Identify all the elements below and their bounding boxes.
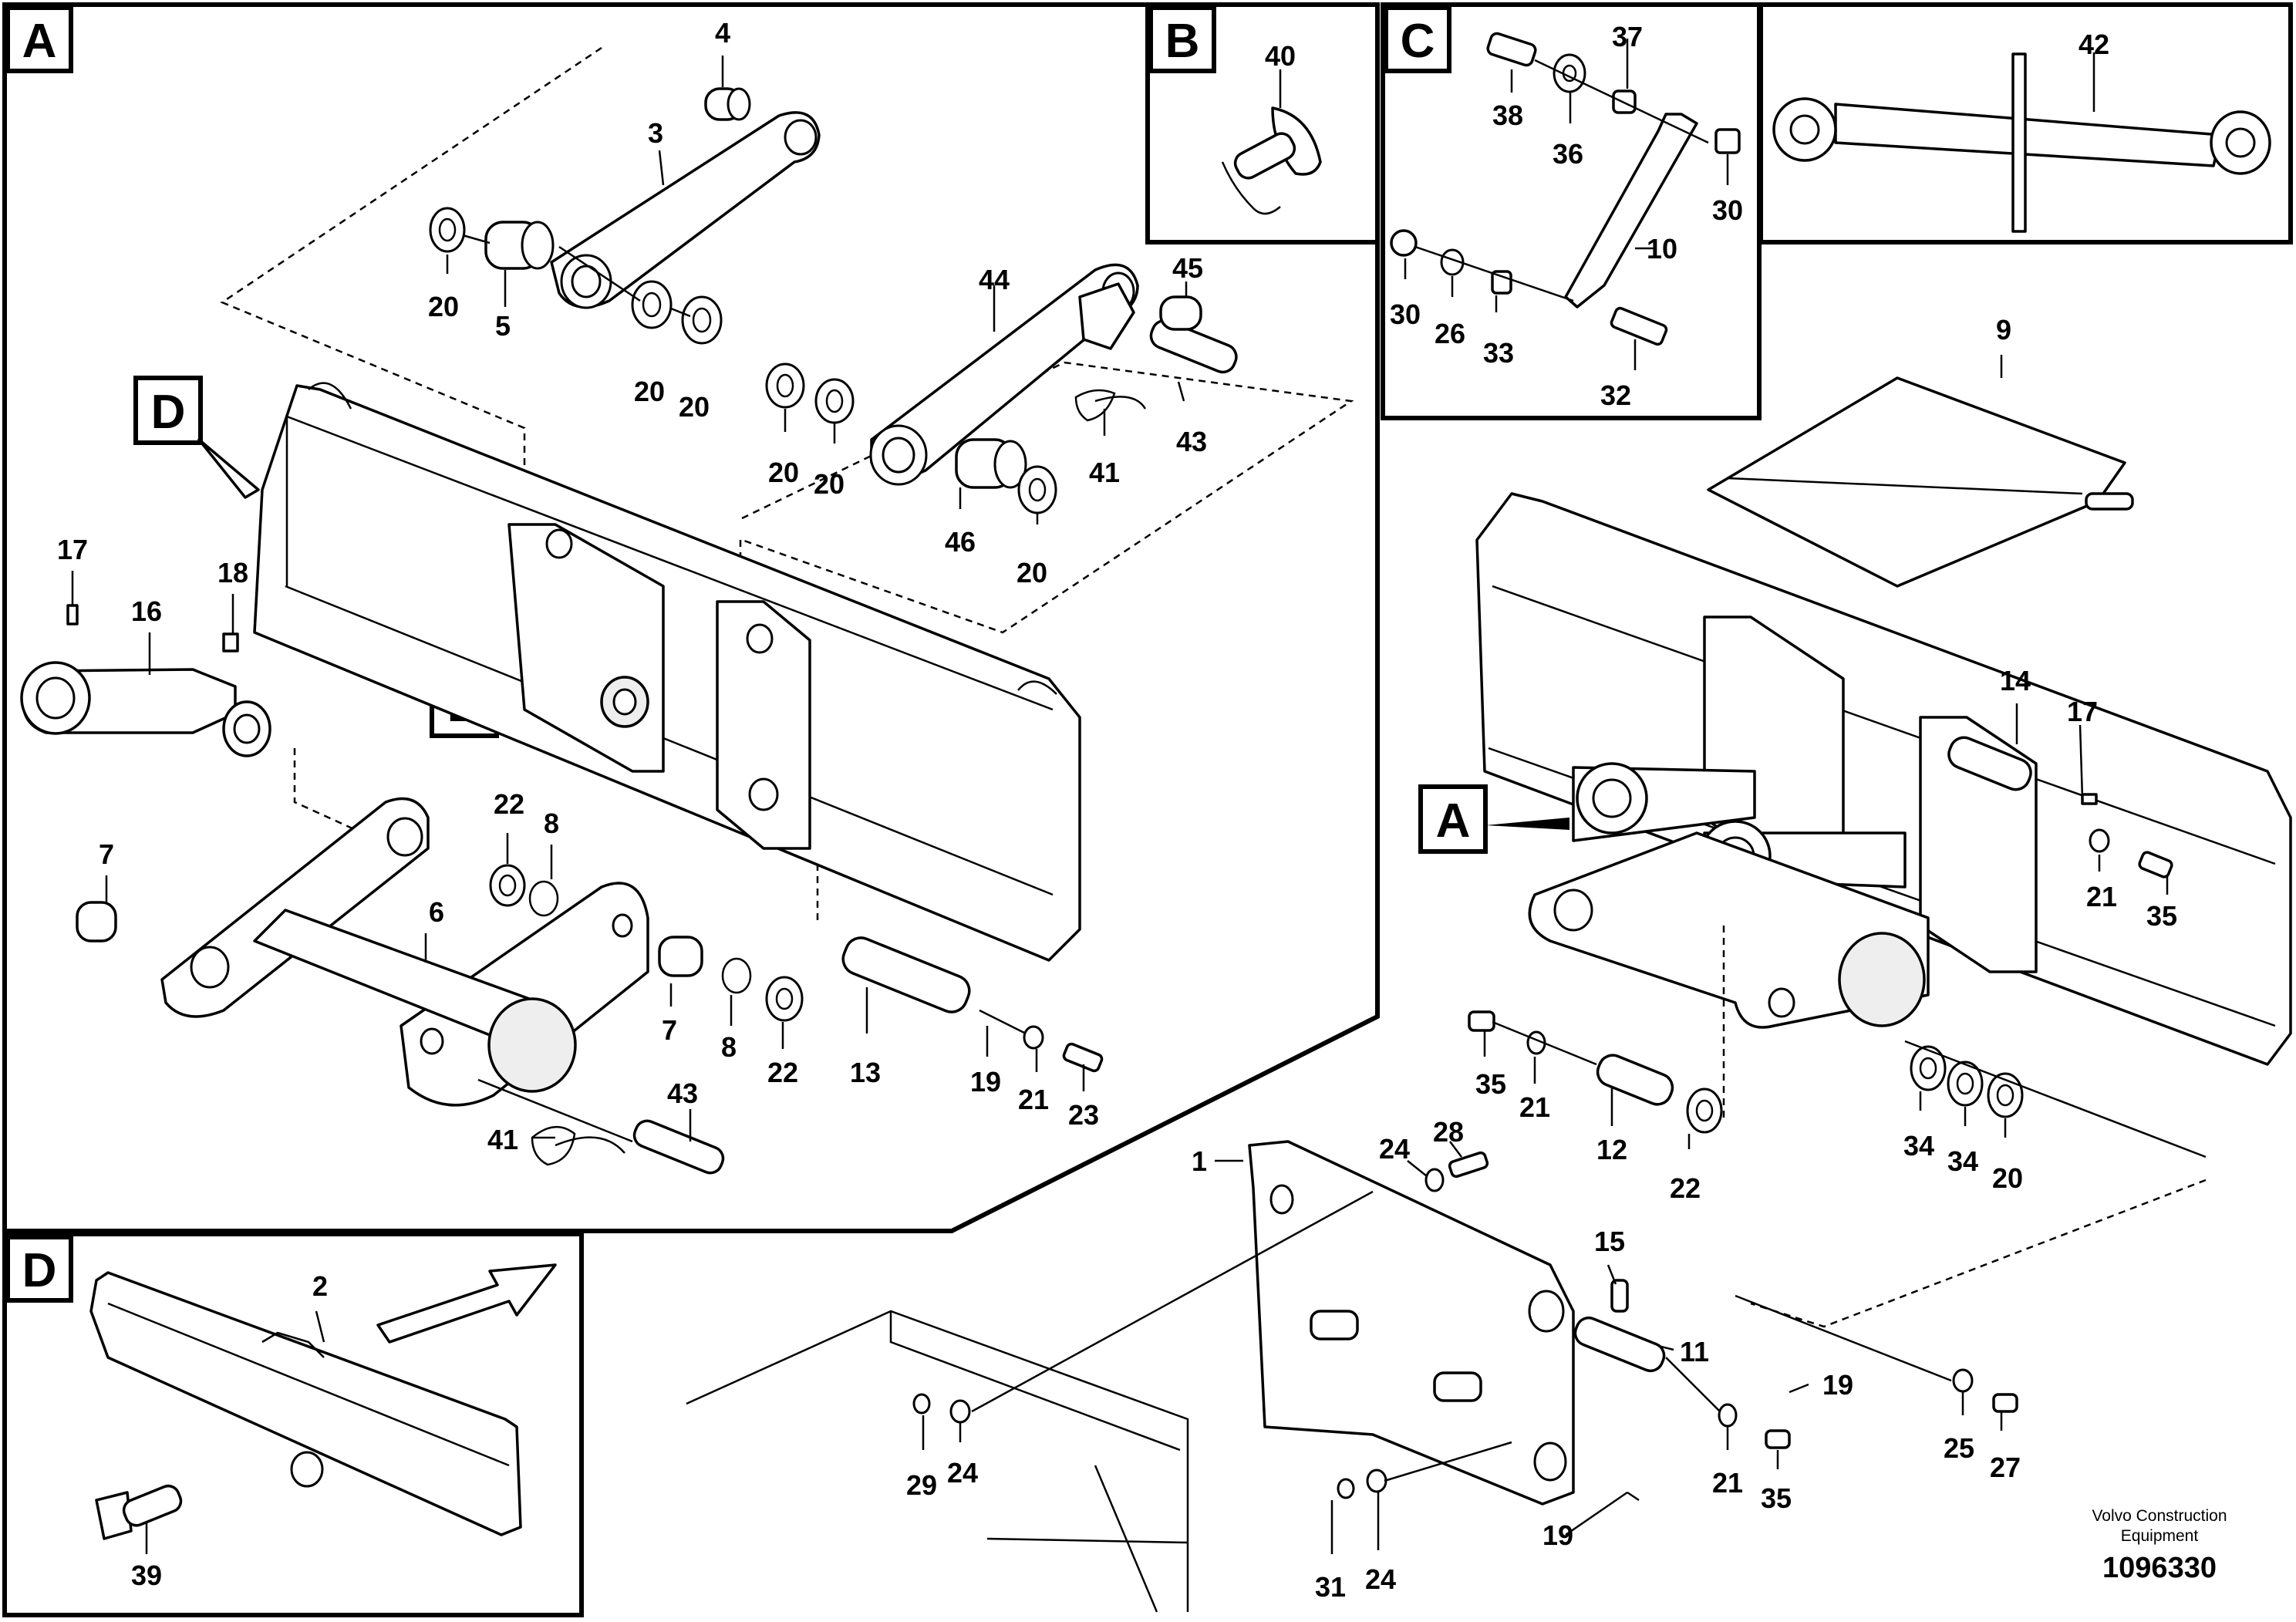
part-number: 1 (1192, 1145, 1207, 1177)
part-number: 36 (1553, 138, 1583, 170)
frame-42 (1758, 2, 2293, 244)
section-b-drawing (1221, 106, 1322, 215)
part-number: 13 (850, 1057, 881, 1088)
footer: Volvo Construction Equipment 1096330 (2092, 1507, 2227, 1584)
part-number: 7 (99, 838, 114, 870)
part-number: 46 (945, 526, 976, 558)
part-number: 24 (1379, 1133, 1410, 1165)
section-label-a: A (22, 15, 57, 68)
part-number: 19 (970, 1066, 1001, 1098)
part-number: 22 (494, 788, 524, 820)
company-name-line1: Volvo Construction (2092, 1507, 2227, 1525)
part-number: 22 (1670, 1172, 1701, 1204)
part-number: 20 (679, 391, 710, 423)
company-name-line2: Equipment (2121, 1527, 2199, 1545)
callout-label-a: A (1436, 794, 1471, 848)
drawing-number: 1096330 (2102, 1552, 2217, 1584)
part-number: 31 (1315, 1571, 1346, 1603)
part-number: 33 (1483, 337, 1514, 369)
part-number: 17 (2067, 696, 2098, 727)
part-number: 20 (768, 457, 799, 488)
bottom-mount-drawing (686, 1140, 2207, 1613)
part-number: 21 (1018, 1084, 1049, 1115)
section-d-drawing (89, 1263, 557, 1540)
part-number: 8 (544, 808, 559, 839)
part-number: 43 (667, 1077, 698, 1109)
part-number: 11 (1680, 1336, 1709, 1367)
part-number: 14 (2000, 665, 2031, 696)
part-number: 34 (1947, 1145, 1978, 1177)
part-number: 24 (1365, 1563, 1396, 1595)
part-number: 37 (1612, 21, 1643, 52)
section-label-c: C (1401, 15, 1435, 68)
part-number: 27 (1990, 1452, 2021, 1483)
part-number: 40 (1265, 40, 1296, 72)
part-number: 41 (487, 1124, 518, 1155)
part-number: 3 (648, 117, 663, 149)
part-number: 21 (1712, 1467, 1743, 1499)
part-number: 24 (947, 1457, 978, 1489)
section-a-drawing (20, 46, 1354, 1175)
part-number: 41 (1089, 457, 1120, 488)
part-number: 29 (906, 1469, 937, 1501)
part-number: 4 (715, 17, 730, 49)
part-number: 42 (2079, 29, 2109, 60)
part-number-labels: 4 3 20 5 20 20 44 45 20 20 43 41 46 20 1… (57, 17, 2177, 1603)
part-number: 5 (495, 310, 511, 342)
part-number: 21 (1519, 1091, 1550, 1123)
frame-b (1145, 2, 1380, 244)
part-number: 43 (1176, 426, 1207, 457)
part-number: 32 (1600, 379, 1631, 411)
right-assembly-drawing (1468, 376, 2292, 1158)
part-number: 8 (721, 1031, 737, 1063)
part-number: 26 (1435, 318, 1465, 349)
part-number: 12 (1596, 1134, 1627, 1165)
part-number: 28 (1433, 1116, 1464, 1148)
part-number: 20 (1017, 557, 1047, 588)
part-number: 7 (662, 1014, 677, 1046)
part-number: 21 (2086, 881, 2117, 912)
part-number: 20 (814, 468, 845, 500)
part-number: 35 (2146, 900, 2177, 932)
part-number: 25 (1944, 1432, 1974, 1464)
part-number: 44 (979, 264, 1010, 295)
part-number: 23 (1068, 1099, 1099, 1131)
part-number: 34 (1903, 1130, 1934, 1162)
part-number: 35 (1475, 1068, 1506, 1100)
part-42-drawing (1772, 52, 2271, 233)
leader-lines (71, 39, 2169, 1554)
part-number: 35 (1761, 1482, 1792, 1514)
part-number: 9 (1996, 314, 2011, 346)
frame-d (2, 1232, 584, 1617)
section-label-d: D (22, 1244, 57, 1297)
part-number: 2 (312, 1270, 328, 1302)
part-number: 30 (1712, 194, 1743, 226)
part-number: 10 (1647, 233, 1677, 265)
part-number: 15 (1594, 1226, 1625, 1257)
part-number: 20 (1992, 1162, 2023, 1194)
part-number: 22 (767, 1057, 798, 1088)
part-number: 30 (1390, 298, 1421, 330)
part-number: 18 (217, 557, 248, 588)
part-number: 45 (1172, 252, 1203, 284)
part-number: 20 (634, 376, 665, 407)
part-number: 6 (429, 896, 444, 928)
callout-label-d: D (151, 386, 186, 439)
section-label-b: B (1165, 15, 1200, 68)
part-number: 19 (1542, 1519, 1573, 1551)
part-number: 38 (1492, 99, 1523, 131)
part-number: 39 (131, 1560, 162, 1591)
part-number: 20 (428, 291, 459, 322)
part-number: 17 (57, 534, 88, 565)
part-number: 16 (131, 595, 162, 627)
part-number: 19 (1822, 1369, 1853, 1401)
section-c-drawing (1390, 32, 1741, 346)
